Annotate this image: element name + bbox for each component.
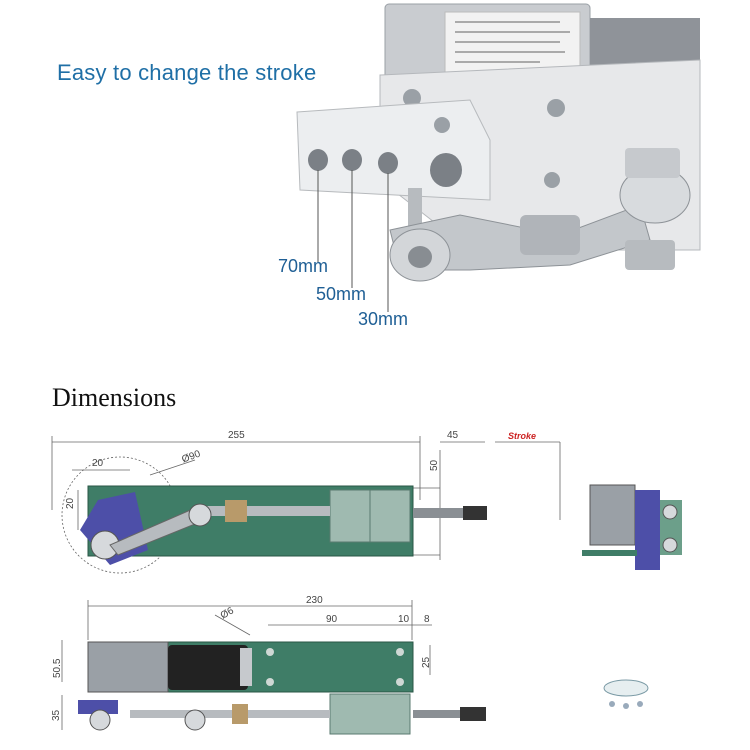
- hole-label-30mm: 30mm: [358, 309, 409, 329]
- hole-label-70mm: 70mm: [278, 256, 329, 276]
- top-view: [80, 485, 487, 565]
- dim-height-35: 35: [51, 709, 62, 721]
- dim-extension-45: 45: [447, 430, 459, 441]
- dim-offset-20-y: 20: [65, 497, 76, 509]
- dim-hole-6: Ø6: [219, 605, 236, 621]
- dim-offset-20-x: 20: [92, 458, 104, 469]
- detail-sketch: [603, 679, 649, 709]
- side-view: [78, 641, 486, 735]
- dim-height-25: 25: [421, 656, 432, 668]
- actuator-photo: [296, 3, 701, 312]
- hole-label-50mm: 50mm: [316, 284, 367, 304]
- dim-height-50-5: 50.5: [52, 658, 63, 678]
- end-view: [582, 484, 682, 570]
- dim-length-255: 255: [228, 430, 245, 441]
- dim-length-230: 230: [306, 595, 323, 606]
- dim-spacing-90: 90: [326, 614, 338, 625]
- dim-small-8: 8: [424, 614, 430, 625]
- dim-height-50: 50: [429, 459, 440, 471]
- dim-circle-90: Ø90: [180, 448, 202, 465]
- dim-gap-10: 10: [398, 614, 410, 625]
- technical-drawing: 255 45 Stroke 50 20 20 Ø90: [51, 430, 682, 735]
- dimensions-title: Dimensions: [52, 383, 177, 412]
- stroke-label: Stroke: [508, 431, 536, 441]
- stroke-caption: Easy to change the stroke: [57, 60, 317, 85]
